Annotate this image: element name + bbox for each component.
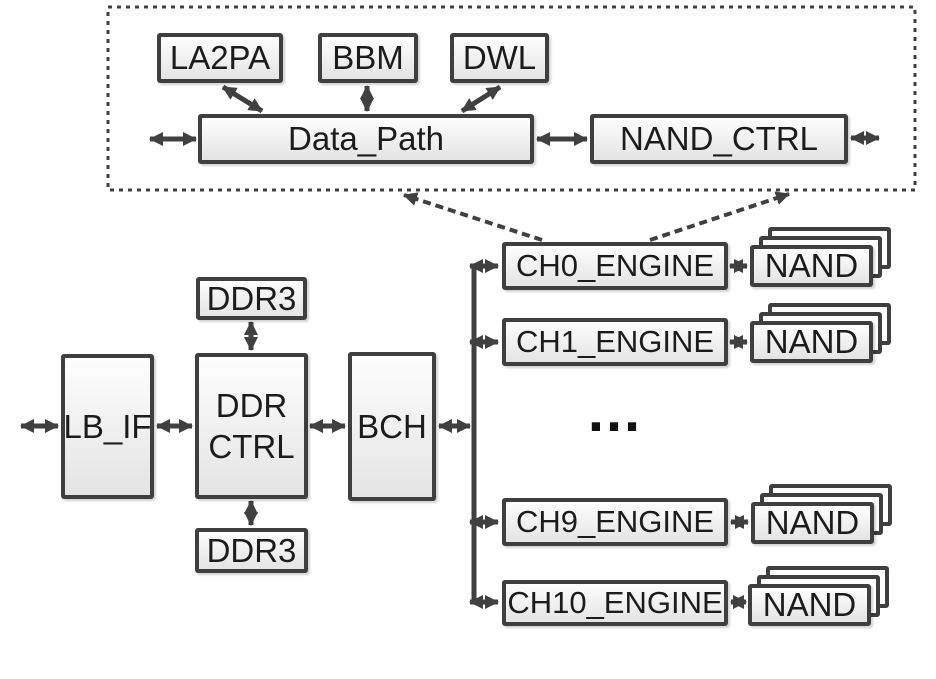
ddr3-top-box: DDR3 [196,277,307,320]
dwl-box: DWL [450,33,549,83]
data-path-label: Data_Path [288,120,444,158]
nand-stack-ch0: NAND [750,227,891,287]
engine-box-ch10: CH10_ENGINE [502,580,728,626]
dwl-label: DWL [462,39,537,77]
nand-label-ch10: NAND [762,586,857,624]
ddr-ctrl-label: DDR CTRL [208,386,295,465]
la2pa-box: LA2PA [157,33,283,83]
channels-ellipsis: ... [587,379,643,444]
nand-stack-ch1: NAND [750,303,891,363]
ddr3-top-label: DDR3 [206,279,297,317]
bch-box: BCH [348,352,436,501]
arrow-dwl-data-path [460,84,502,114]
ddr3-bottom-label: DDR3 [206,531,297,569]
arrow-la2pa-data-path [221,84,264,114]
data-path-box: Data_Path [198,114,534,164]
nand-stack-ch10: NAND [748,566,889,626]
bbm-box: BBM [318,33,418,83]
dashed-link-right [649,191,790,242]
nand-ctrl-label: NAND_CTRL [619,120,819,158]
nand-ctrl-box: NAND_CTRL [590,114,848,164]
nand-card-front: NAND [748,584,871,626]
engine-label-ch0: CH0_ENGINE [515,247,715,283]
engine-box-ch9: CH9_ENGINE [502,498,728,546]
bch-label: BCH [357,407,427,445]
nand-card-front: NAND [750,245,873,287]
nand-stack-ch9: NAND [751,484,892,544]
dashed-link-left [403,192,543,242]
engine-box-ch1: CH1_ENGINE [502,318,728,366]
nand-card-front: NAND [751,502,874,544]
ddr3-bottom-box: DDR3 [195,528,308,573]
ddr-ctrl-box: DDR CTRL [195,353,308,499]
bbm-label: BBM [332,39,404,77]
engine-label-ch10: CH10_ENGINE [507,584,723,620]
engine-label-ch1: CH1_ENGINE [515,323,715,359]
nand-label-ch1: NAND [764,323,859,361]
la2pa-label: LA2PA [169,39,271,77]
lb-if-label: LB_IF [63,407,152,445]
nand-label-ch0: NAND [764,247,859,285]
nand-card-front: NAND [750,321,873,363]
engine-label-ch9: CH9_ENGINE [515,503,715,539]
lb-if-box: LB_IF [61,354,154,499]
engine-box-ch0: CH0_ENGINE [502,242,728,290]
nand-label-ch9: NAND [765,504,860,542]
